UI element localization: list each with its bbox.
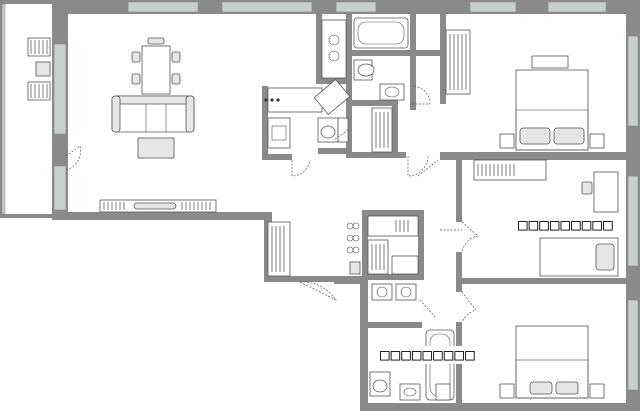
living-dining-room xyxy=(65,37,217,213)
shelf-unit xyxy=(473,159,547,181)
washing-machine xyxy=(371,283,393,301)
bathtub xyxy=(353,17,409,49)
balcony xyxy=(0,0,66,218)
utility-cabinets xyxy=(367,215,419,275)
windows xyxy=(53,1,639,391)
sofa xyxy=(111,95,195,133)
balcony-table xyxy=(35,61,51,77)
wardrobe-mid xyxy=(371,107,393,153)
balcony-chair-bottom xyxy=(27,81,51,101)
watermark-label: □□□□□□□□□ xyxy=(380,345,476,364)
bathroom xyxy=(353,17,431,105)
balcony-chair-top xyxy=(27,37,51,57)
desk xyxy=(593,171,619,213)
dryer xyxy=(395,283,417,301)
master-bedroom xyxy=(461,291,605,399)
kitchen xyxy=(264,19,351,177)
stove-icon xyxy=(264,98,280,102)
wc xyxy=(317,117,349,143)
dining-table xyxy=(141,45,171,95)
entry-wardrobe xyxy=(267,221,291,277)
second-washbasin xyxy=(399,383,421,401)
hallway xyxy=(267,215,462,301)
watermark-label: □□□□□□□□□ xyxy=(518,215,614,234)
kitchen-counter-horizontal xyxy=(267,87,323,113)
laundry xyxy=(371,283,437,319)
second-bathroom xyxy=(369,329,455,401)
dining-chairs xyxy=(131,37,181,85)
bedroom-rug xyxy=(531,55,569,69)
interior-walls xyxy=(262,14,626,403)
coffee-table xyxy=(137,137,175,159)
coat-hooks xyxy=(346,222,360,254)
washbasin xyxy=(379,83,405,101)
wardrobe-top xyxy=(445,29,471,95)
study-bedroom xyxy=(461,159,619,277)
bedroom xyxy=(417,55,605,177)
kitchen-sink xyxy=(313,79,351,115)
tv-cabinet xyxy=(99,199,217,213)
kitchen-counter-vertical xyxy=(321,19,347,79)
